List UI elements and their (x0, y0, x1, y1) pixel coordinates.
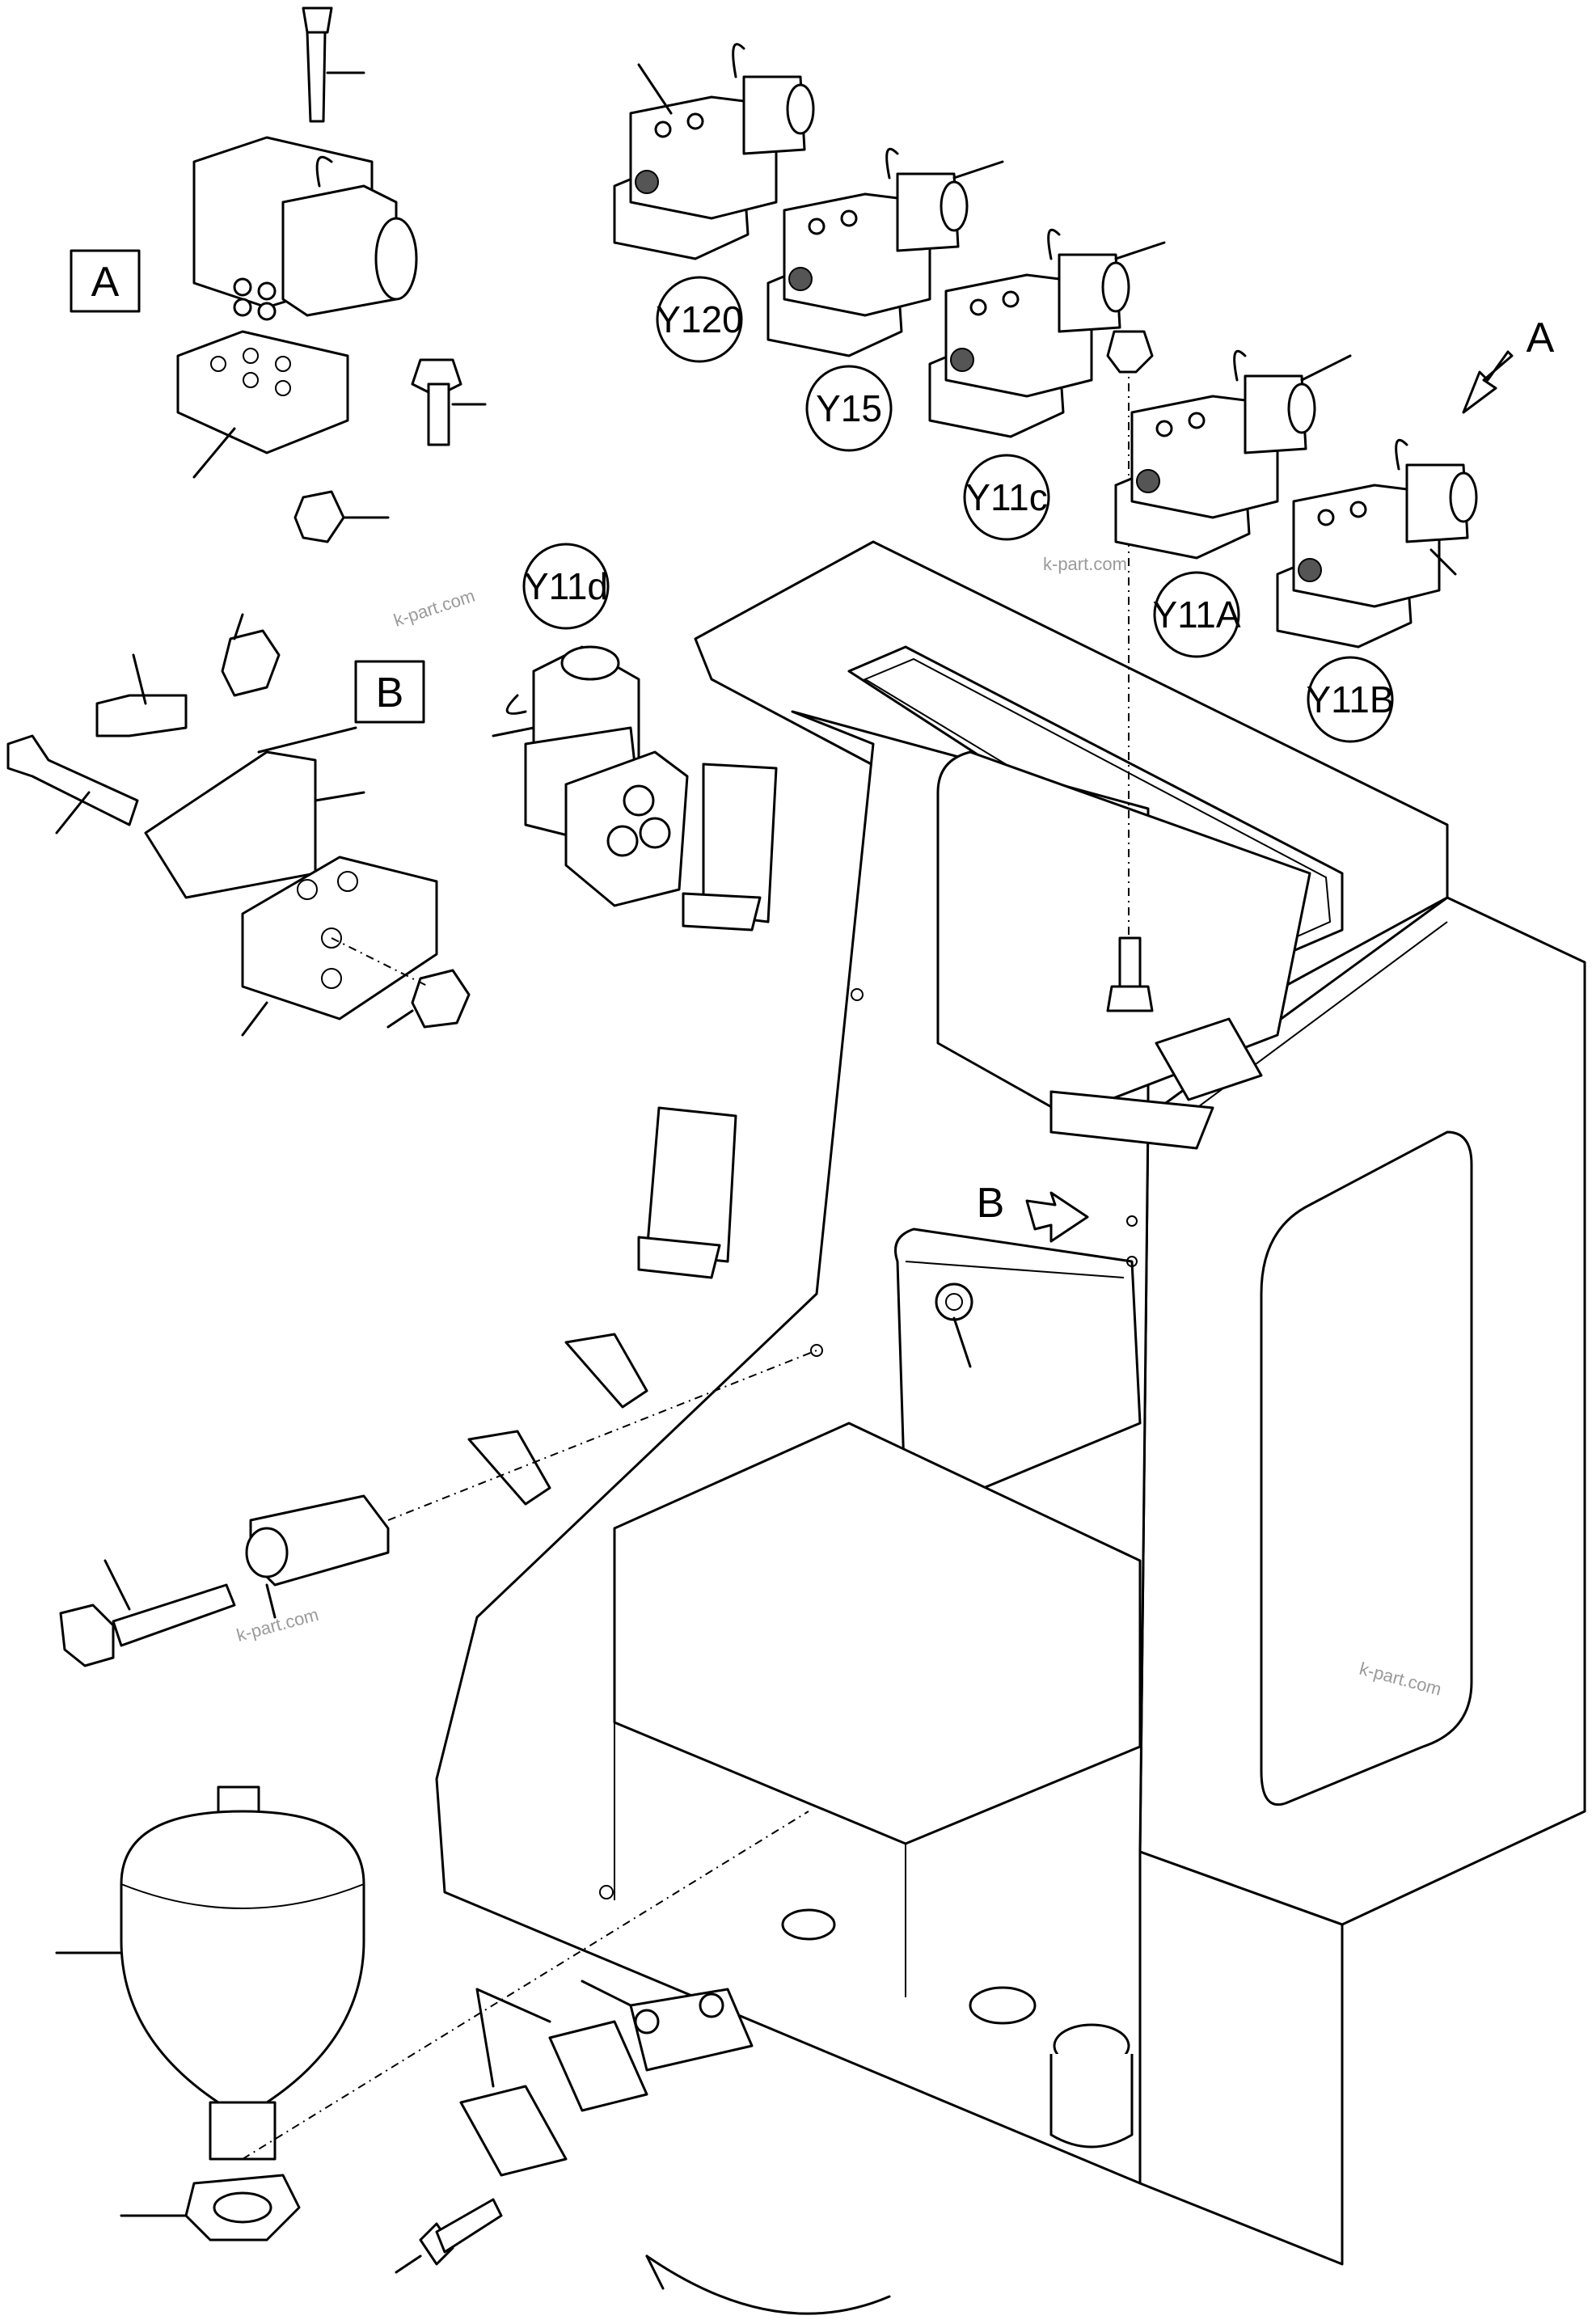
watermark: k-part.com (391, 585, 478, 631)
valve-y11a (1114, 349, 1352, 560)
center-bolt (1106, 330, 1154, 1012)
view-arrow-a (1462, 350, 1514, 414)
main-housing (435, 540, 1586, 2315)
label-circle-y11a (1153, 571, 1240, 658)
valve-y11d (492, 645, 689, 907)
detail-box-a (70, 249, 141, 313)
view-arrow-b-label: B (977, 1180, 1005, 1227)
label-y120: Y120 (656, 298, 742, 340)
watermark: k-part.com (234, 1604, 321, 1646)
detail-box-a-text: A (91, 259, 120, 306)
clamp-parts (395, 1980, 754, 2274)
component-labels: Y120 Y15 Y11c Y11d Y11A Y11B (522, 276, 1395, 743)
label-y15: Y15 (816, 387, 882, 429)
valve-y11b (1276, 438, 1478, 649)
detail-box-b-text: B (376, 670, 404, 716)
label-y11c: Y11c (965, 476, 1047, 518)
detail-b-parts (6, 613, 471, 1037)
bolt-spacer (59, 1350, 817, 1667)
detail-a-parts (176, 6, 487, 543)
label-y11d: Y11d (524, 565, 608, 607)
accumulator (55, 1785, 809, 2242)
view-arrow-a-label: A (1527, 315, 1555, 361)
label-circle-y11c (963, 454, 1050, 541)
valve-y11c (928, 228, 1166, 438)
valve-y15 (766, 147, 1004, 357)
valve-y120 (613, 43, 815, 260)
label-circle-y11b (1307, 656, 1394, 743)
label-circle-y11d (522, 543, 610, 630)
label-circle-y120 (656, 276, 743, 363)
label-y11a: Y11A (1152, 594, 1240, 636)
detail-box-b (354, 660, 425, 724)
label-y11b: Y11B (1306, 678, 1394, 720)
view-arrow-b (1025, 1191, 1089, 1243)
view-arrows: A B (977, 315, 1555, 1243)
label-circle-y15 (805, 365, 893, 452)
detail-box-labels: A B (70, 249, 425, 724)
watermark: k-part.com (1043, 554, 1127, 574)
